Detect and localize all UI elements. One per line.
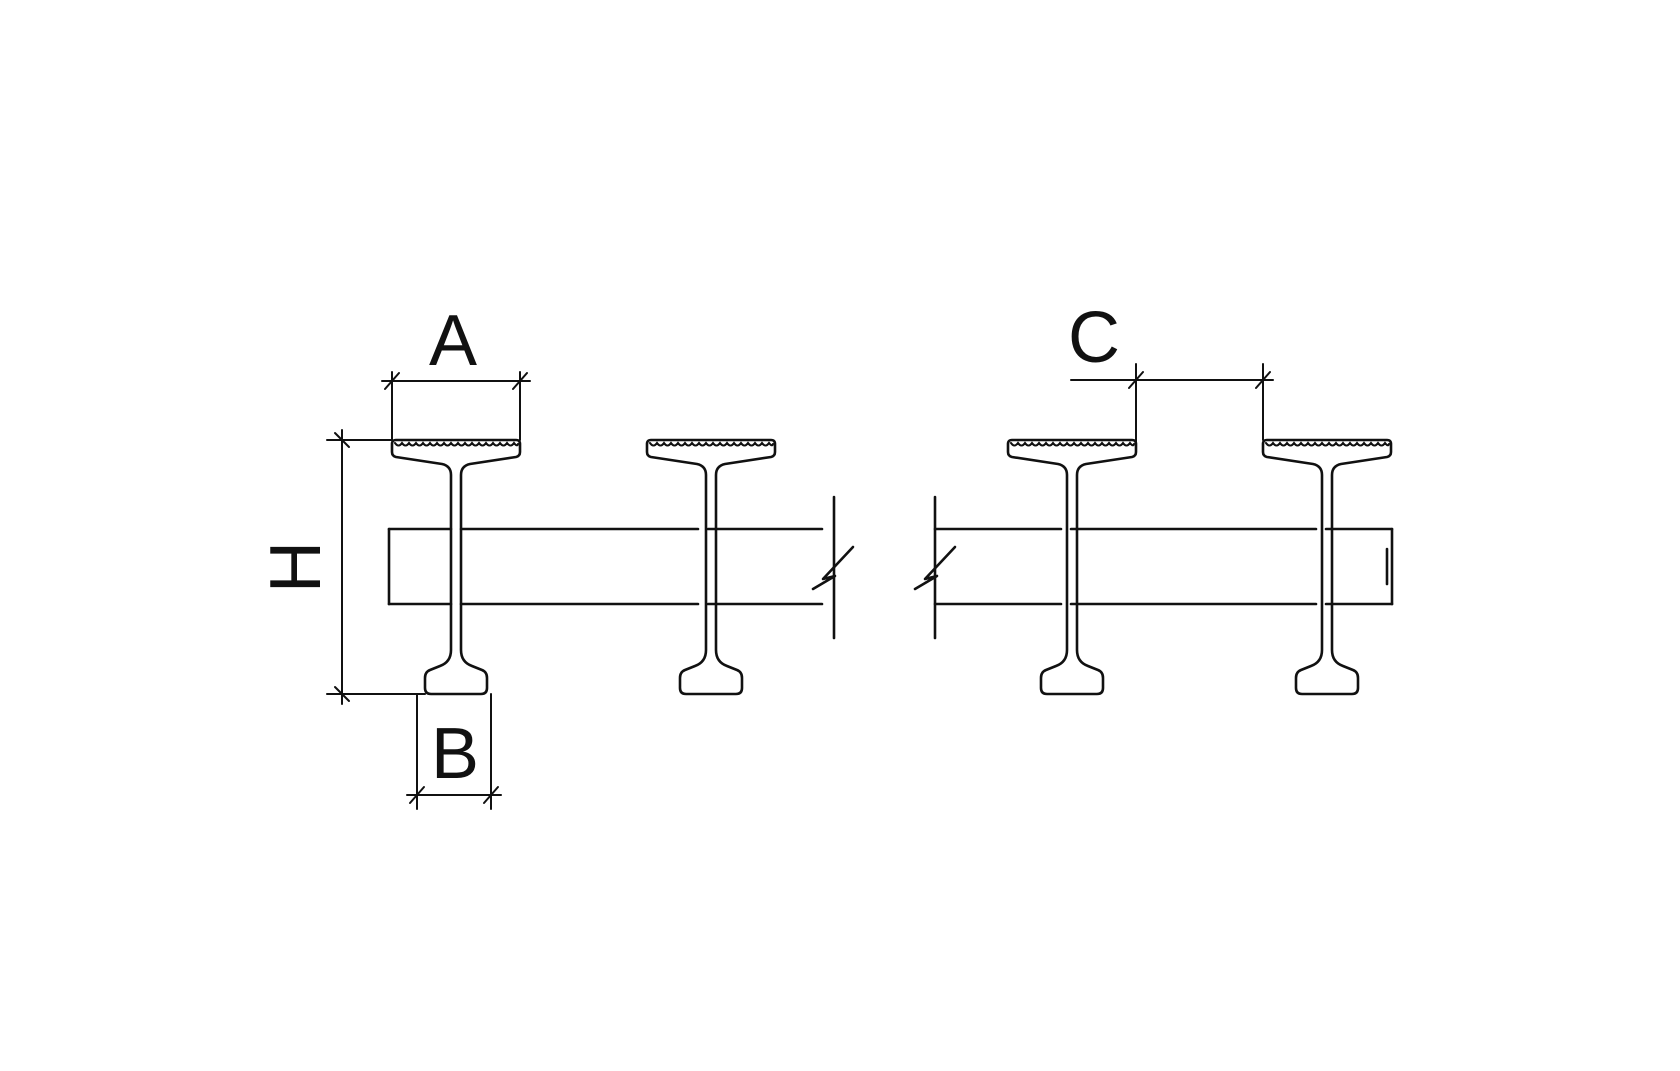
- break-symbol-right: [913, 495, 957, 640]
- bearing-bar-3: [1006, 438, 1138, 696]
- cross-rod-left: [387, 527, 824, 606]
- dimension-b: [406, 693, 502, 810]
- dimension-c: [1070, 363, 1274, 453]
- cross-rod-right: [933, 527, 1394, 606]
- dimension-label-a: A: [429, 301, 477, 381]
- dimension-label-h: H: [256, 541, 336, 593]
- dimension-label-b: B: [431, 714, 479, 794]
- bearing-bar-2: [645, 438, 777, 696]
- dimension-a: [381, 371, 531, 441]
- break-symbol-left: [811, 495, 855, 640]
- bearing-bar-4: [1261, 438, 1393, 696]
- bearing-bar-1: [390, 438, 522, 696]
- dimension-label-c: C: [1068, 298, 1120, 378]
- dimension-h: [326, 429, 426, 705]
